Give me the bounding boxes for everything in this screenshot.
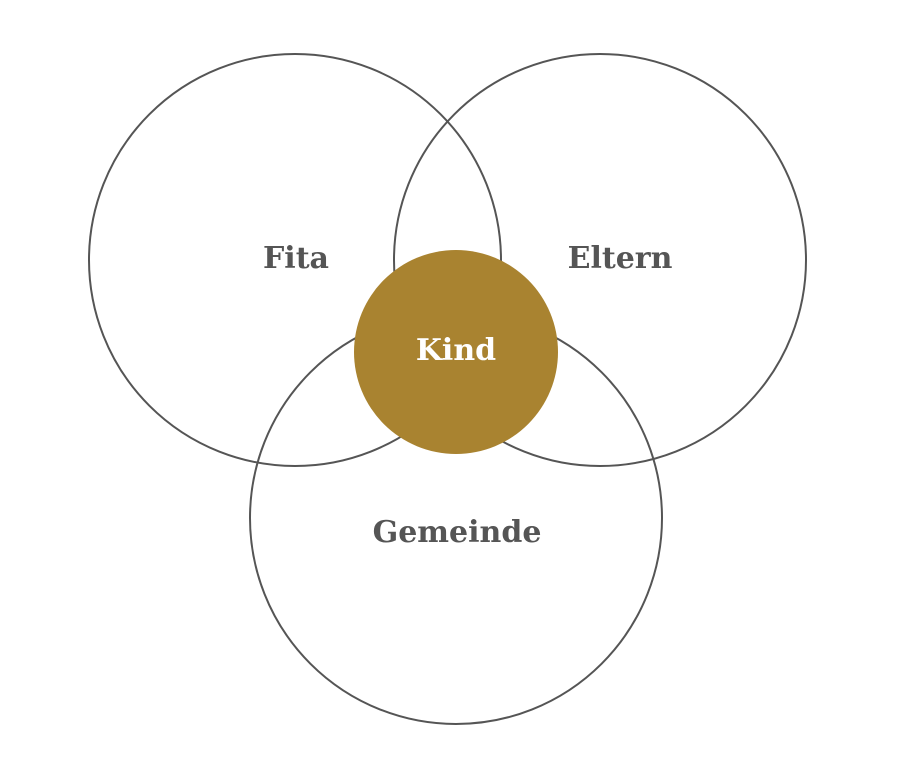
label-eltern: Eltern xyxy=(568,241,673,276)
circle-eltern xyxy=(393,53,807,467)
label-gemeinde: Gemeinde xyxy=(373,515,542,550)
center-circle-kind xyxy=(354,250,558,454)
label-fita: Fita xyxy=(263,241,329,276)
label-kind: Kind xyxy=(416,333,496,368)
circle-fita xyxy=(88,53,502,467)
